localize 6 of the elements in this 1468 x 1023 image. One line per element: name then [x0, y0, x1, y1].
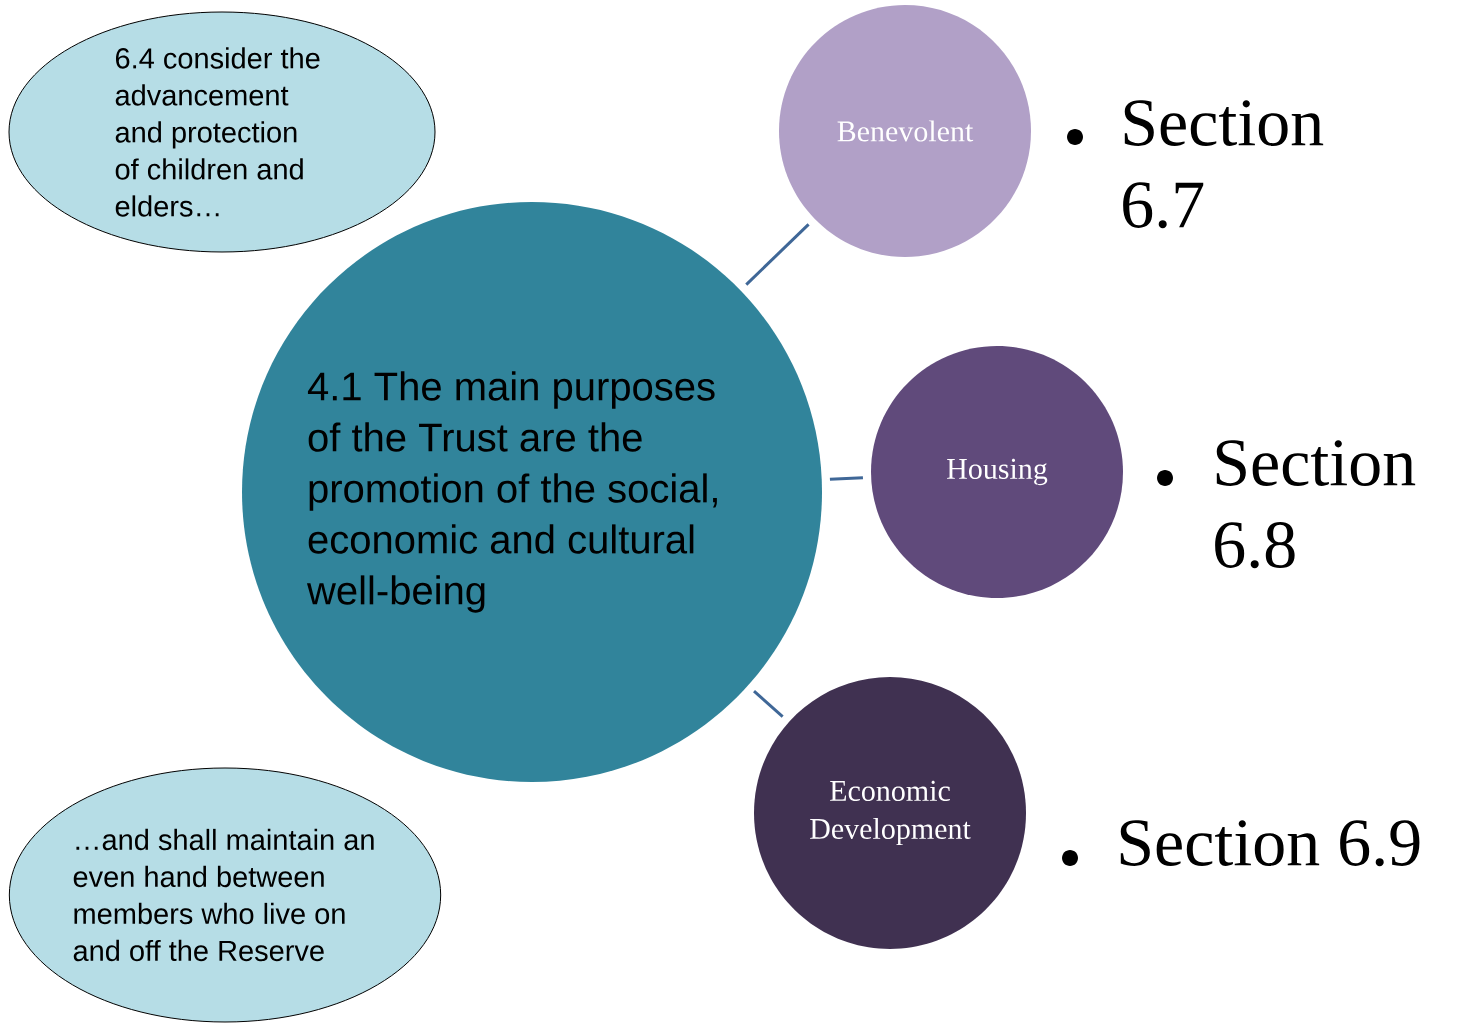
section-reference: Section 6.9: [1120, 820, 1420, 867]
connector-line: [745, 223, 810, 286]
connector-line: [829, 476, 863, 481]
section-reference: Section 6.8: [1215, 440, 1416, 569]
connector-line: [753, 689, 784, 718]
section-reference: Section 6.7: [1123, 100, 1324, 229]
